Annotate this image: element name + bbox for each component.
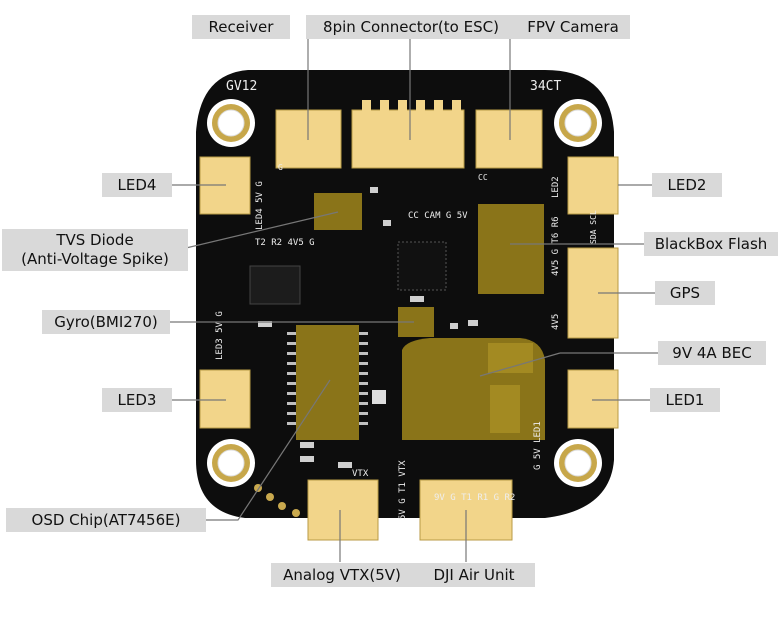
label-fpv-camera: FPV Camera (516, 15, 630, 39)
label-receiver: Receiver (192, 15, 290, 39)
solder-pads (254, 484, 300, 517)
silk-led3: LED3 5V G (215, 311, 225, 360)
small-led (372, 390, 386, 404)
silk-dji: 9V G T1 R1 G R2 (434, 493, 515, 503)
blackbox-chip (478, 204, 544, 294)
label-8pin-connector: 8pin Connector(to ESC) (306, 15, 516, 39)
leader-lines (170, 38, 658, 562)
label-led2: LED2 (652, 173, 722, 197)
led2-connector (567, 156, 619, 215)
smd-components (258, 187, 478, 468)
silk-vtx: VTX (352, 469, 369, 479)
label-blackbox-flash: BlackBox Flash (644, 232, 778, 256)
silk-34ct: 34CT (530, 79, 561, 94)
led1-connector (567, 369, 619, 429)
analog-vtx-connector (307, 479, 379, 541)
silk-cc-cam: CC CAM G 5V (408, 211, 468, 221)
silk-g-1: G (278, 163, 283, 172)
silk-gv12: GV12 (226, 79, 257, 94)
led3-connector (199, 369, 251, 429)
label-gps: GPS (655, 281, 715, 305)
label-led1: LED1 (650, 388, 720, 412)
label-dji-air-unit: DJI Air Unit (413, 563, 535, 587)
silk-led2: LED2 (551, 176, 561, 198)
label-led3: LED3 (102, 388, 172, 412)
label-led4: LED4 (102, 173, 172, 197)
label-osd-chip: OSD Chip(AT7456E) (6, 508, 206, 532)
esc-connector (351, 109, 465, 169)
bec-cap (490, 385, 520, 433)
mcu-chip (397, 241, 447, 291)
silk-gps-4v5: 4V5 (551, 314, 561, 330)
fpv-camera-connector (475, 109, 543, 169)
mount-hole-tr (554, 99, 602, 147)
silk-led4: LED4 5V G (255, 181, 265, 230)
mount-hole-tl (207, 99, 255, 147)
silk-t2r2: T2 R2 4V5 G (255, 238, 315, 248)
label-analog-vtx: Analog VTX(5V) (271, 563, 413, 587)
mount-hole-br (554, 439, 602, 487)
label-bec: 9V 4A BEC (658, 341, 766, 365)
osd-chip (296, 325, 359, 440)
silk-led1: G 5V LED1 (533, 421, 543, 470)
tvs-diode (314, 193, 362, 230)
voltage-regulator (249, 265, 301, 305)
silk-vtx-pins: 5V G T1 VTX (398, 460, 408, 520)
label-gyro: Gyro(BMI270) (42, 310, 170, 334)
label-tvs-line1: TVS Diode (56, 231, 134, 249)
silk-sda-scl: SDA SCL (589, 210, 598, 244)
label-tvs-diode: TVS Diode (Anti-Voltage Spike) (2, 229, 188, 271)
label-tvs-line2: (Anti-Voltage Spike) (21, 250, 169, 268)
silk-cc: CC (478, 173, 488, 182)
mount-hole-bl (207, 439, 255, 487)
bec-inductor (488, 343, 533, 373)
silk-gps: 4V5 G T6 R6 (551, 216, 561, 276)
